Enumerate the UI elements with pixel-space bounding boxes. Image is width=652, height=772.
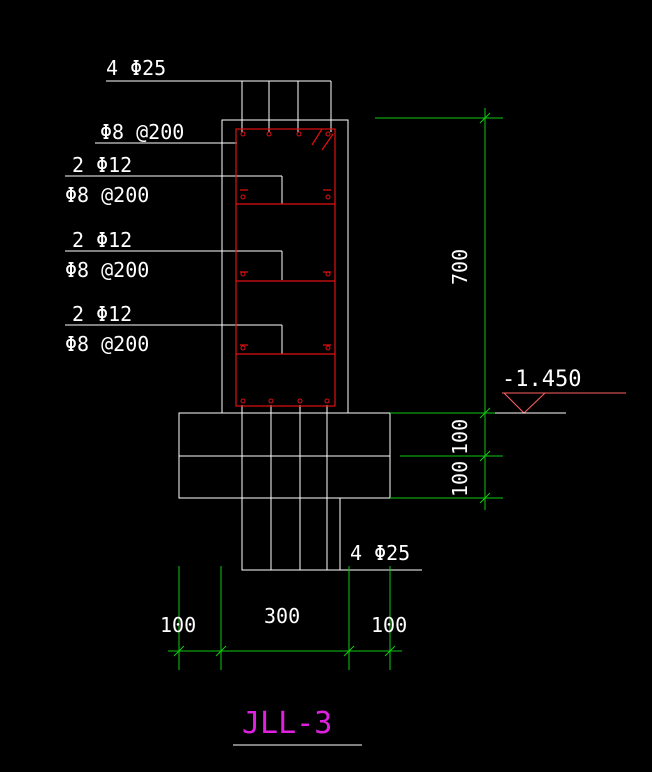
dim-width-mid: 300 bbox=[264, 604, 300, 628]
rebar-dots bbox=[240, 131, 331, 404]
bottom-bars-label: 4 Φ25 bbox=[350, 541, 410, 565]
beam-outline bbox=[221, 119, 349, 414]
leader-lines bbox=[65, 80, 422, 571]
stirrup-label: Φ8 @200 bbox=[100, 120, 184, 144]
side-stirrup-2-label: Φ8 @200 bbox=[65, 258, 149, 282]
dim-ticks-vertical bbox=[479, 112, 491, 504]
drawing-title: JLL-3 bbox=[242, 706, 332, 741]
side-stirrup-3-label: Φ8 @200 bbox=[65, 332, 149, 356]
elevation-triangle bbox=[503, 392, 546, 414]
main-stirrup bbox=[235, 128, 336, 407]
dim-beam-height: 700 bbox=[448, 249, 472, 285]
dim-pad-upper: 100 bbox=[448, 419, 472, 455]
elevation-marker bbox=[502, 392, 626, 414]
tie-hooks bbox=[240, 189, 331, 346]
dim-pad-lower: 100 bbox=[448, 461, 472, 497]
side-bars-1-label: 2 Φ12 bbox=[72, 153, 132, 177]
side-bars-2-label: 2 Φ12 bbox=[72, 228, 132, 252]
dim-width-left: 100 bbox=[160, 613, 196, 637]
dim-ticks-horizontal bbox=[173, 645, 396, 657]
side-bars-3-label: 2 Φ12 bbox=[72, 302, 132, 326]
stirrup-hook bbox=[311, 128, 323, 146]
side-stirrup-1-label: Φ8 @200 bbox=[65, 183, 149, 207]
concrete-outline bbox=[178, 119, 391, 571]
top-bars-label: 4 Φ25 bbox=[106, 56, 166, 80]
dim-width-right: 100 bbox=[371, 613, 407, 637]
rebar-cage bbox=[235, 128, 336, 407]
lower-stem-outline bbox=[241, 498, 341, 571]
dimension-lines bbox=[168, 108, 503, 670]
elevation-label: -1.450 bbox=[502, 367, 581, 392]
annotation-labels: 4 Φ25 Φ8 @200 2 Φ12 Φ8 @200 2 Φ12 Φ8 @20… bbox=[65, 56, 581, 637]
